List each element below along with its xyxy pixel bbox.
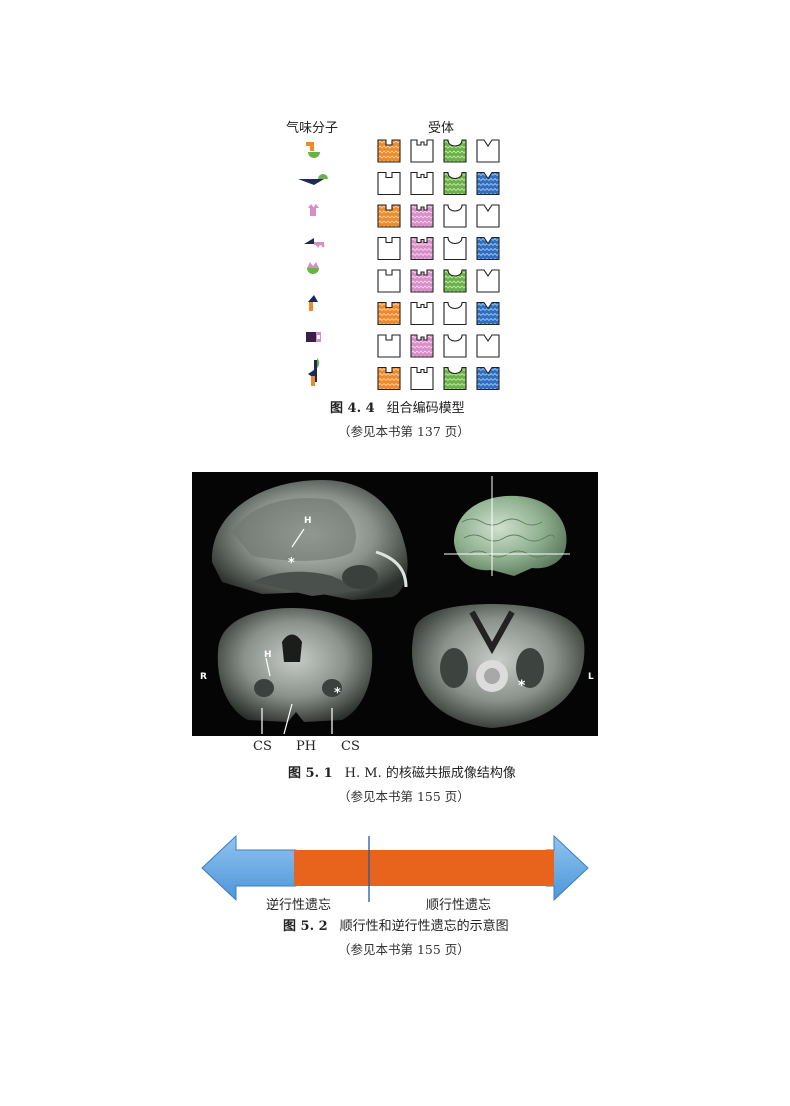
star-coronal: * bbox=[334, 686, 341, 701]
receptor-cell-r2-c3 bbox=[444, 173, 466, 195]
arrow-left-head bbox=[202, 836, 296, 900]
molecule-icon-1 bbox=[306, 142, 320, 158]
receptor-cell-r5-c3 bbox=[444, 270, 466, 292]
coronal-slice bbox=[218, 608, 372, 734]
receptor-cell-r4-c4 bbox=[477, 238, 499, 260]
sagittal-slice bbox=[212, 480, 408, 600]
figure-4-4-page-ref: （参见本书第 137 页） bbox=[338, 421, 470, 440]
receptor-cell-r6-c2 bbox=[411, 303, 433, 325]
anterograde-label: 顺行性遗忘 bbox=[426, 894, 491, 913]
receptor-cell-r1-c3 bbox=[444, 140, 466, 162]
receptor-cell-r3-c3 bbox=[444, 205, 466, 227]
receptor-cell-r8-c1 bbox=[378, 368, 400, 390]
label-ph: PH bbox=[296, 739, 316, 754]
receptor-cell-r2-c2 bbox=[411, 173, 433, 195]
figure-5-1-page-ref: （参见本书第 155 页） bbox=[338, 786, 470, 805]
mri-panel: H * H * * R L bbox=[192, 472, 598, 736]
figure-number: 图 5. 1 bbox=[288, 766, 333, 781]
receptor-cell-r3-c1 bbox=[378, 205, 400, 227]
receptor-cell-r5-c1 bbox=[378, 270, 400, 292]
receptor-cell-r7-c1 bbox=[378, 335, 400, 357]
label-left-side: L bbox=[588, 672, 594, 682]
star-sagittal: * bbox=[288, 556, 295, 571]
axial-slice bbox=[412, 604, 584, 728]
molecule-icon-2 bbox=[298, 174, 328, 185]
receptor-cell-r8-c3 bbox=[444, 368, 466, 390]
receptor-cell-r2-c1 bbox=[378, 173, 400, 195]
molecule-icon-4 bbox=[304, 238, 325, 248]
retrograde-label: 逆行性遗忘 bbox=[266, 894, 331, 913]
timeline-bar bbox=[294, 850, 554, 886]
receptor-cell-r5-c4 bbox=[477, 270, 499, 292]
receptor-cell-r4-c2 bbox=[411, 238, 433, 260]
receptor-cell-r7-c2 bbox=[411, 335, 433, 357]
caption-text: H. M. 的核磁共振成像结构像 bbox=[345, 766, 516, 781]
receptor-cell-r8-c4 bbox=[477, 368, 499, 390]
receptor-cell-r4-c3 bbox=[444, 238, 466, 260]
molecule-icon-6 bbox=[308, 295, 318, 311]
receptor-cell-r1-c1 bbox=[378, 140, 400, 162]
receptor-cell-r8-c2 bbox=[411, 368, 433, 390]
molecule-icon-5 bbox=[307, 262, 319, 274]
receptor-cell-r3-c4 bbox=[477, 205, 499, 227]
receptor-cell-r6-c1 bbox=[378, 303, 400, 325]
receptor-cell-r2-c4 bbox=[477, 173, 499, 195]
combinatorial-coding-model bbox=[290, 132, 520, 392]
molecule-icon-7 bbox=[306, 332, 321, 342]
receptor-cell-r5-c2 bbox=[411, 270, 433, 292]
receptor-cell-r7-c4 bbox=[477, 335, 499, 357]
label-h-coronal: H bbox=[264, 650, 272, 660]
receptor-cell-r7-c3 bbox=[444, 335, 466, 357]
receptor-cell-r1-c4 bbox=[477, 140, 499, 162]
figure-number: 图 5. 2 bbox=[283, 919, 328, 934]
receptor-cell-r4-c1 bbox=[378, 238, 400, 260]
figure-5-2-page-ref: （参见本书第 155 页） bbox=[338, 939, 470, 958]
label-h-sagittal: H bbox=[304, 516, 312, 526]
figure-4-4-caption: 图 4. 4 组合编码模型 bbox=[330, 397, 465, 416]
figure-5-2-caption: 图 5. 2 顺行性和逆行性遗忘的示意图 bbox=[283, 915, 509, 934]
molecule-icon-8 bbox=[308, 358, 319, 386]
receptor-cell-r6-c4 bbox=[477, 303, 499, 325]
receptor-cell-r1-c2 bbox=[411, 140, 433, 162]
label-cs-right: CS bbox=[341, 739, 360, 754]
mri-images bbox=[192, 472, 598, 736]
receptor-cell-r6-c3 bbox=[444, 303, 466, 325]
figure-5-1-caption: 图 5. 1 H. M. 的核磁共振成像结构像 bbox=[288, 762, 516, 781]
figure-number: 图 4. 4 bbox=[330, 401, 375, 416]
amnesia-timeline-arrow bbox=[200, 834, 590, 904]
brain-3d-render bbox=[444, 476, 570, 576]
receptor-cell-r3-c2 bbox=[411, 205, 433, 227]
star-axial: * bbox=[518, 678, 525, 694]
label-cs-left: CS bbox=[253, 739, 272, 754]
caption-text: 顺行性和逆行性遗忘的示意图 bbox=[340, 919, 509, 934]
molecule-icon-3 bbox=[308, 204, 319, 216]
label-right-side: R bbox=[200, 672, 207, 682]
caption-text: 组合编码模型 bbox=[387, 401, 465, 416]
